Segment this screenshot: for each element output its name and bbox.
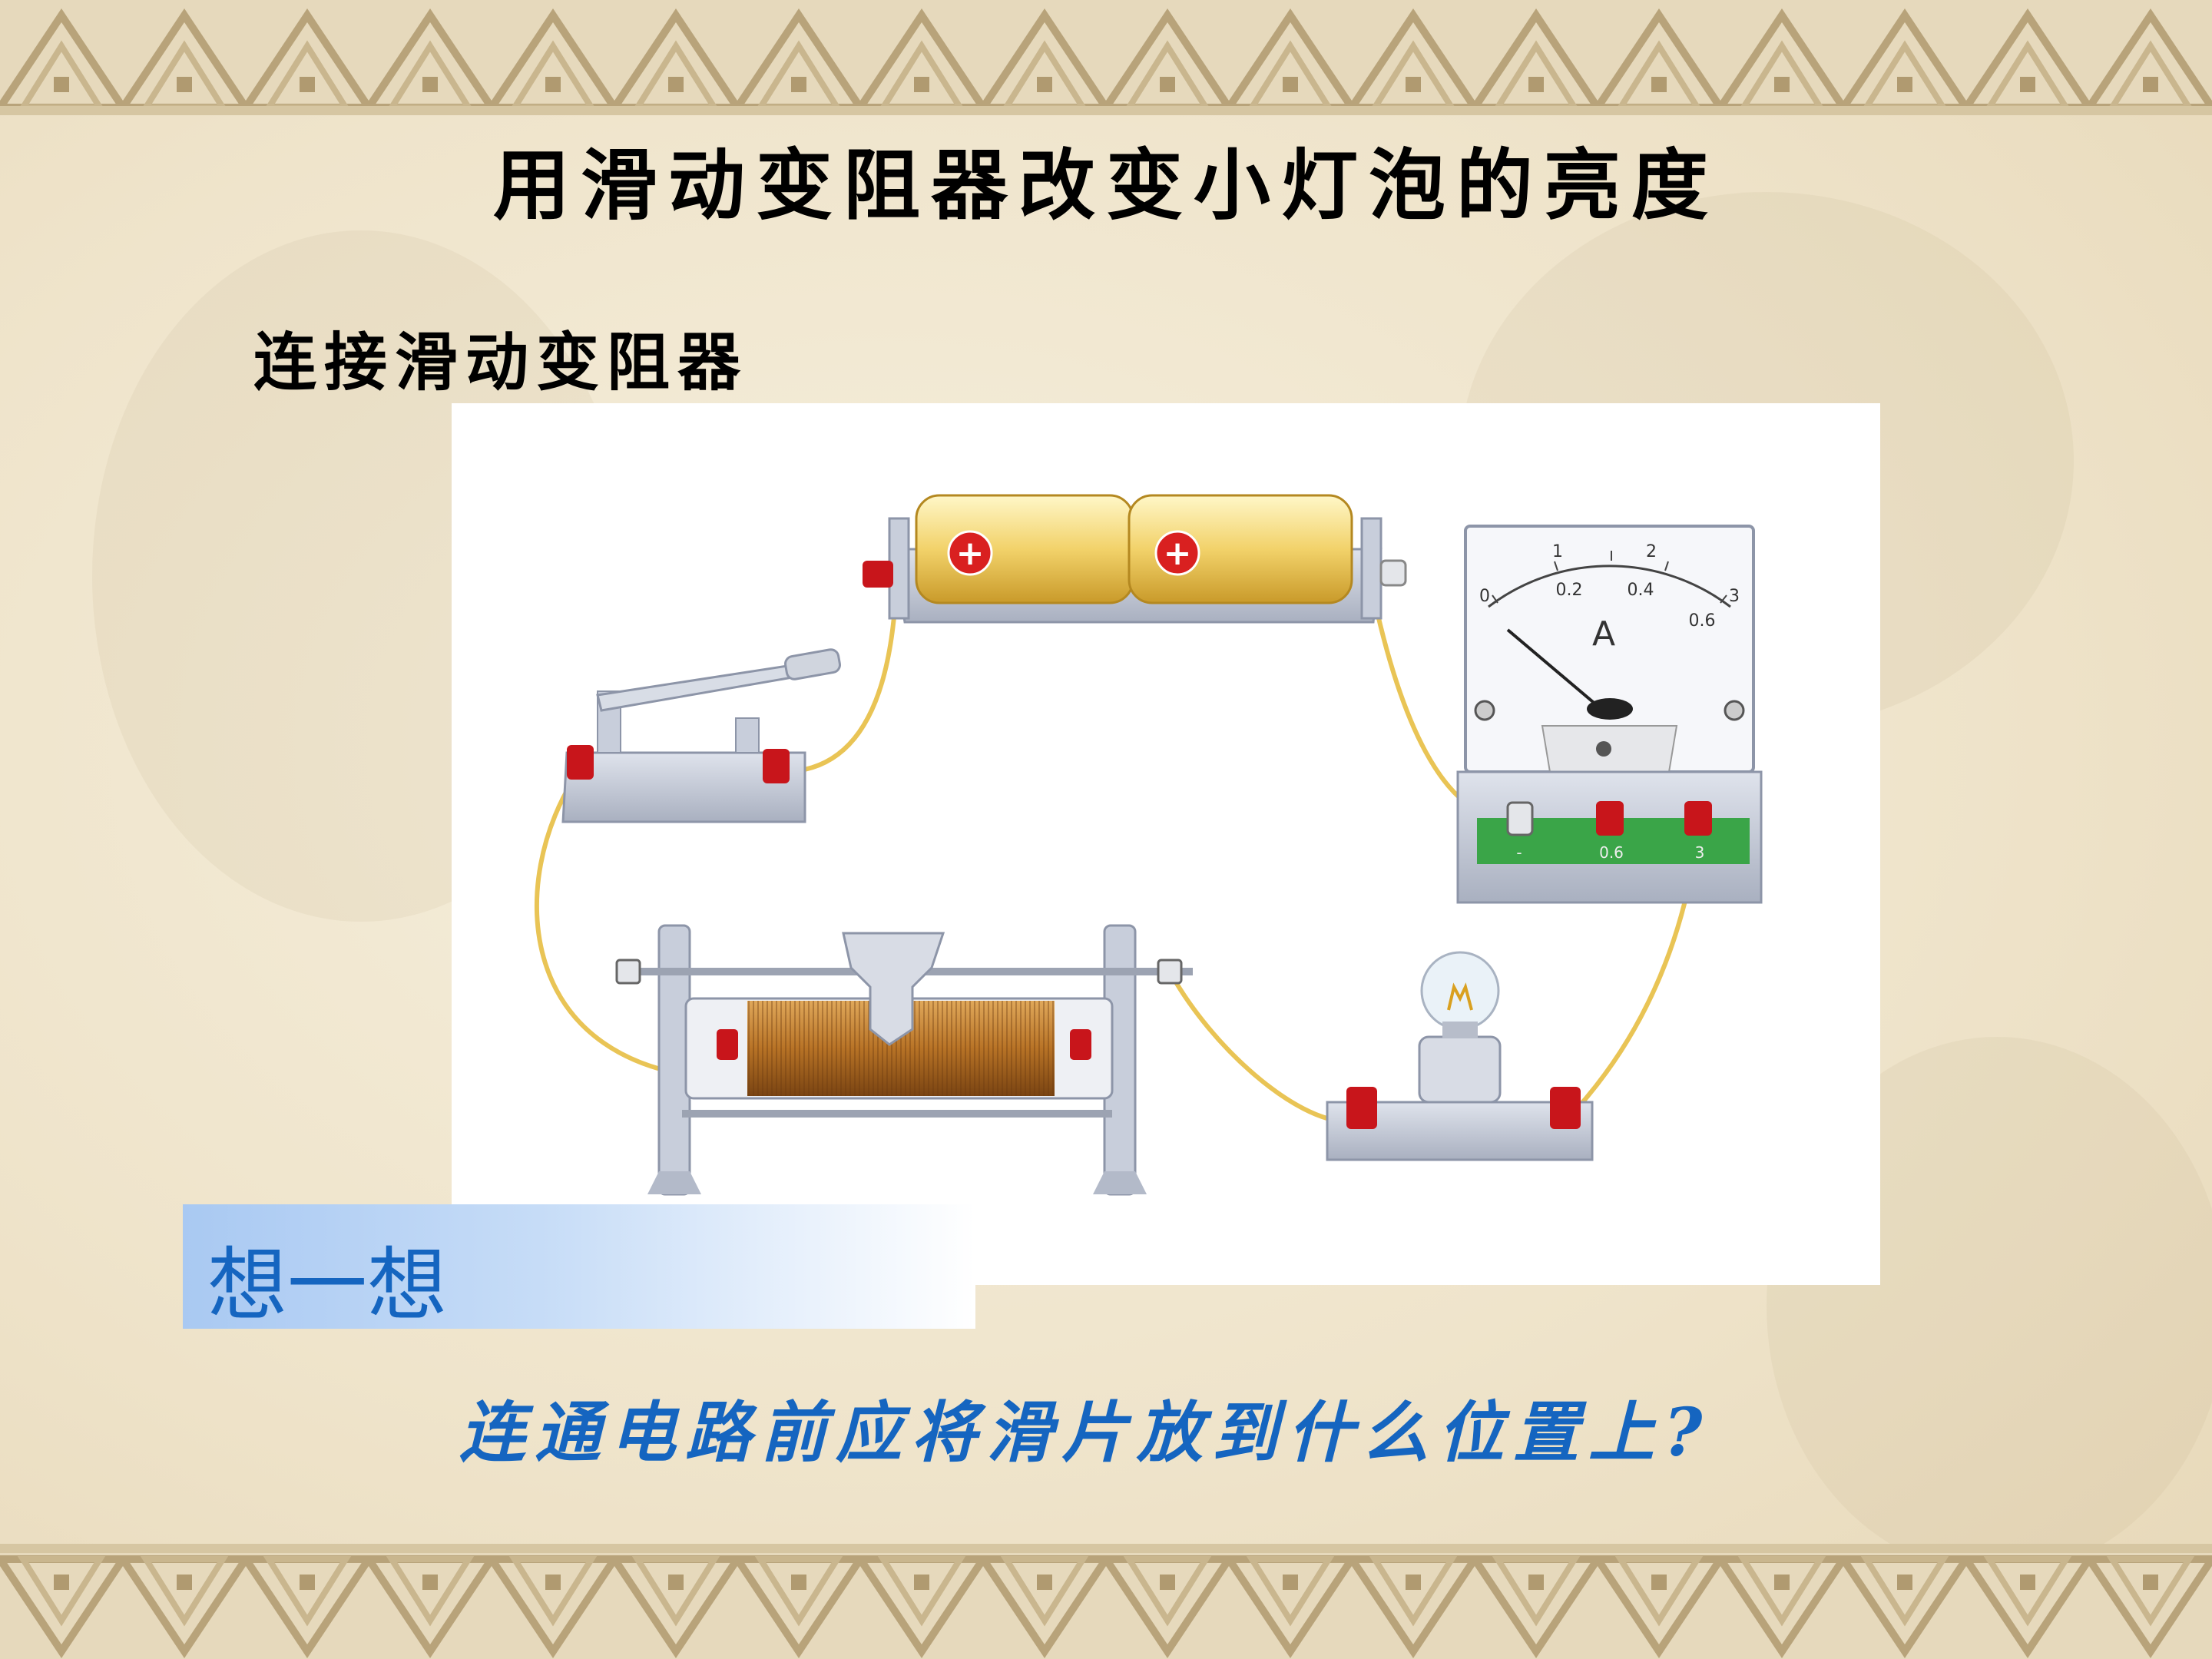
slide-title: 用滑动变阻器改变小灯泡的亮度: [493, 140, 1719, 230]
terminal-silver: [1379, 559, 1407, 587]
zero-adjust-screw: [1596, 741, 1611, 757]
think-label: 想一想: [207, 1238, 448, 1332]
ammeter-scale-label: 0.4: [1628, 581, 1654, 600]
battery-cell: [1128, 494, 1353, 604]
ornamental-border-bottom: [0, 1544, 2212, 1659]
switch-handle: [784, 648, 841, 680]
terminal-red: [863, 561, 893, 588]
terminal-silver: [615, 959, 641, 985]
positive-icon: [947, 530, 993, 576]
wires: [535, 574, 1702, 1124]
battery-holder: + +: [863, 494, 1407, 624]
ammeter-scale-label: 3: [1729, 587, 1740, 606]
knife-switch: [561, 648, 841, 823]
light-bulb: [1326, 951, 1594, 1161]
terminal-red: [717, 1029, 738, 1060]
section-subtitle: 连接滑动变阻器: [253, 326, 749, 399]
ammeter-terminal-label: 3: [1695, 843, 1705, 862]
question-text: 连通电路前应将滑片放到什么位置上?: [459, 1394, 1712, 1472]
ammeter-terminal-label: -: [1516, 843, 1522, 862]
positive-symbol: +: [1164, 534, 1192, 573]
positive-icon: [1154, 530, 1200, 576]
terminal-red: [763, 749, 790, 783]
ammeter-needle: [1506, 628, 1609, 716]
ammeter-scale-label: 2: [1646, 542, 1657, 561]
circuit-diagram: + + 0 1: [452, 403, 1880, 1285]
ammeter: 0 1 2 3 0.2 0.4 0.6 A - 0.6 3: [1456, 525, 1763, 904]
ammeter-scale-label: 0.6: [1689, 611, 1716, 631]
terminal-red: [1684, 801, 1712, 836]
terminal-red: [1550, 1087, 1581, 1129]
terminal-red: [1346, 1087, 1377, 1129]
wire-rheostat-to-lamp: [1167, 969, 1349, 1124]
screw-icon: [1724, 700, 1745, 721]
ornamental-border-top: [0, 0, 2212, 115]
ammeter-scale-label: 0: [1479, 587, 1490, 606]
terminal-red: [567, 745, 594, 780]
sliding-rheostat: [615, 924, 1193, 1196]
positive-symbol: +: [956, 534, 985, 573]
terminal-red: [1070, 1029, 1091, 1060]
terminal-silver: [1506, 801, 1534, 836]
screw-icon: [1474, 700, 1495, 721]
terminal-red: [1596, 801, 1624, 836]
think-banner: [183, 1204, 975, 1329]
ammeter-scale-label: 1: [1552, 542, 1563, 561]
terminal-silver: [1157, 959, 1183, 985]
bulb-icon: [1420, 951, 1500, 1031]
ammeter-scale-label: 0.2: [1556, 581, 1583, 600]
ammeter-terminal-label: 0.6: [1599, 843, 1624, 862]
ammeter-unit: A: [1592, 614, 1615, 654]
rheostat-slider: [842, 932, 945, 1046]
wire-switch-to-rheostat: [535, 770, 730, 1081]
